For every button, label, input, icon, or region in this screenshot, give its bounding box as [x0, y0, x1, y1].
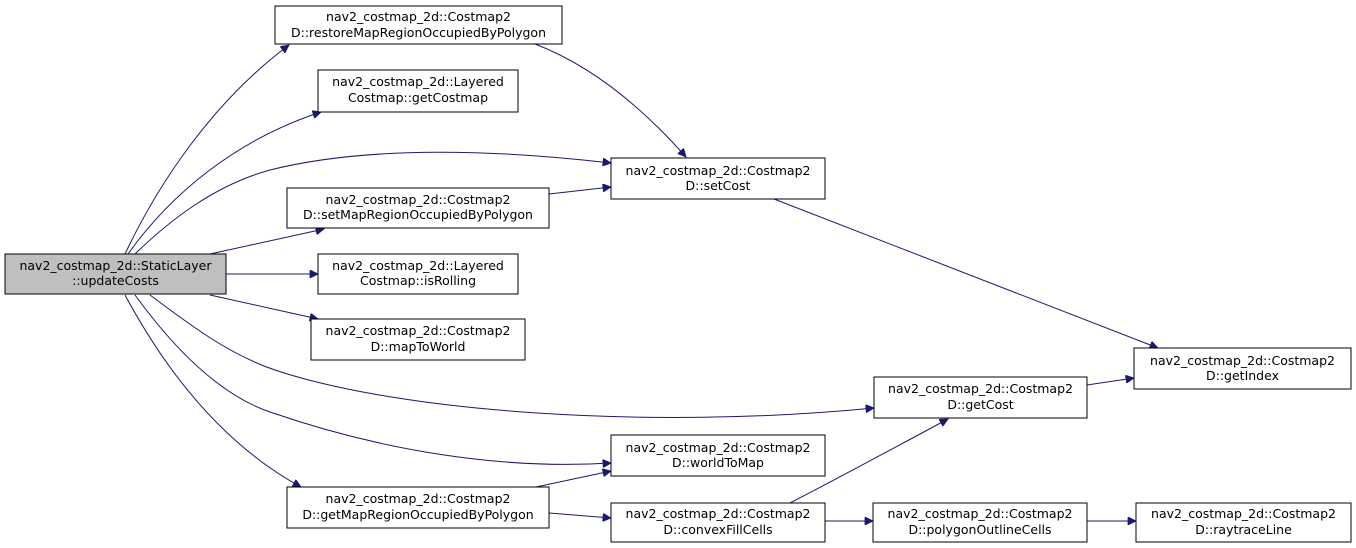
node-label-line1: nav2_costmap_2d::Costmap2	[326, 491, 511, 506]
node-label-line1: nav2_costmap_2d::Costmap2	[626, 163, 811, 178]
node-label-line1: nav2_costmap_2d::Costmap2	[326, 192, 511, 207]
edge-root-getcostmap	[127, 112, 321, 255]
node-convexfillcells[interactable]: nav2_costmap_2d::Costmap2 D::convexFillC…	[610, 502, 826, 543]
edge-root-setmapregion	[209, 229, 324, 255]
edge-getmapregion-worldtomap	[535, 471, 611, 488]
edge-root-restore	[124, 45, 289, 255]
node-label-line1: nav2_costmap_2d::Costmap2	[626, 506, 811, 521]
node-label-line1: nav2_costmap_2d::Costmap2	[1151, 506, 1336, 521]
node-label-line2: D::restoreMapRegionOccupiedByPolygon	[291, 25, 546, 40]
node-label-line2: D::polygonOutlineCells	[908, 522, 1051, 537]
edge-root-setcost	[134, 151, 611, 255]
edge-convexfill-getcost	[789, 418, 948, 504]
node-label-line2: D::worldToMap	[672, 455, 764, 470]
edge-getcost-getindex	[1086, 378, 1134, 386]
node-label-line2: D::convexFillCells	[663, 522, 772, 537]
node-label-line2: D::getMapRegionOccupiedByPolygon	[302, 507, 533, 522]
node-label-line2: ::updateCosts	[72, 273, 159, 288]
edge-restore-setcost	[534, 43, 686, 157]
node-getindex[interactable]: nav2_costmap_2d::Costmap2 D::getIndex	[1133, 347, 1352, 390]
node-label-line2: Costmap::isRolling	[360, 273, 476, 288]
node-label-line1: nav2_costmap_2d::Layered	[332, 258, 504, 273]
node-raytraceline[interactable]: nav2_costmap_2d::Costmap2 D::raytraceLin…	[1135, 502, 1352, 543]
node-label-line1: nav2_costmap_2d::Layered	[332, 74, 504, 89]
edge-getmapregion-convexfill	[548, 512, 611, 518]
node-label-line1: nav2_costmap_2d::Costmap2	[626, 440, 811, 455]
node-label-line1: nav2_costmap_2d::Costmap2	[326, 9, 511, 24]
node-label-line2: D::setCost	[686, 178, 751, 193]
edges	[124, 43, 1158, 521]
node-getmapregionoccupiedbypolygon[interactable]: nav2_costmap_2d::Costmap2 D::getMapRegio…	[286, 486, 550, 529]
edge-root-getmapregion	[124, 294, 301, 488]
edge-setmapregion-setcost	[548, 187, 611, 195]
node-label-line2: Costmap::getCostmap	[348, 90, 488, 105]
node-setmapregionoccupiedbypolygon[interactable]: nav2_costmap_2d::Costmap2 D::setMapRegio…	[286, 187, 550, 229]
node-label-line2: D::raytraceLine	[1195, 522, 1292, 537]
node-label-line1: nav2_costmap_2d::Costmap2	[326, 323, 511, 338]
node-label-line1: nav2_costmap_2d::Costmap2	[888, 381, 1073, 396]
node-label-line1: nav2_costmap_2d::StaticLayer	[19, 258, 212, 273]
node-label-line2: D::getIndex	[1206, 368, 1279, 383]
node-label-line1: nav2_costmap_2d::Costmap2	[888, 506, 1073, 521]
node-isrolling[interactable]: nav2_costmap_2d::Layered Costmap::isRoll…	[317, 253, 519, 295]
nodes: nav2_costmap_2d::StaticLayer ::updateCos…	[4, 5, 1352, 543]
edge-root-worldtomap	[134, 294, 611, 464]
node-restoremapregionoccupiedbypolygon[interactable]: nav2_costmap_2d::Costmap2 D::restoreMapR…	[274, 5, 563, 45]
node-label-line2: D::getCost	[947, 397, 1013, 412]
node-label-line1: nav2_costmap_2d::Costmap2	[1150, 353, 1335, 368]
node-label-line2: D::setMapRegionOccupiedByPolygon	[303, 207, 533, 222]
edge-root-maptoworld	[209, 294, 318, 319]
node-label-line2: D::mapToWorld	[371, 339, 466, 354]
node-setcost[interactable]: nav2_costmap_2d::Costmap2 D::setCost	[610, 157, 826, 200]
edge-setcost-getindex	[773, 198, 1158, 348]
node-getcost[interactable]: nav2_costmap_2d::Costmap2 D::getCost	[873, 376, 1088, 419]
node-worldtomap[interactable]: nav2_costmap_2d::Costmap2 D::worldToMap	[610, 434, 826, 477]
node-maptoworld[interactable]: nav2_costmap_2d::Costmap2 D::mapToWorld	[310, 318, 526, 361]
node-polygonoutlinecells[interactable]: nav2_costmap_2d::Costmap2 D::polygonOutl…	[872, 502, 1088, 543]
edge-root-getcost	[149, 294, 874, 418]
node-getcostmap[interactable]: nav2_costmap_2d::Layered Costmap::getCos…	[317, 69, 519, 113]
node-updatecosts[interactable]: nav2_costmap_2d::StaticLayer ::updateCos…	[4, 253, 227, 295]
